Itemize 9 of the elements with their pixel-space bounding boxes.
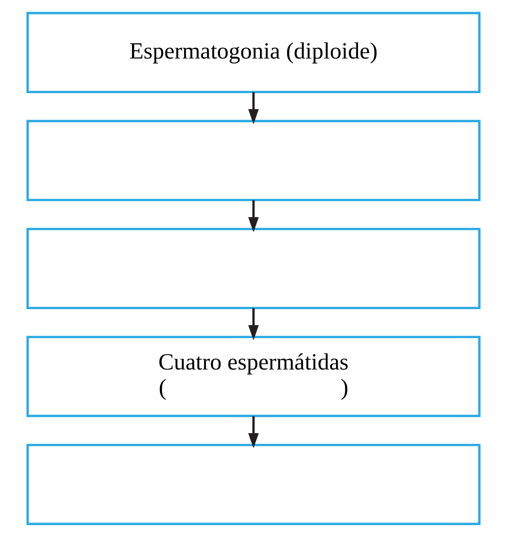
node-box (26, 228, 481, 310)
arrow (248, 308, 259, 340)
node-box: Cuatro espermátidas ( ) (26, 336, 481, 418)
node-box (26, 120, 481, 202)
arrow (248, 416, 259, 448)
arrow (248, 200, 259, 232)
arrow (248, 92, 259, 124)
node-box: Espermatogonia (diploide) (26, 12, 481, 94)
node-box (26, 444, 481, 526)
